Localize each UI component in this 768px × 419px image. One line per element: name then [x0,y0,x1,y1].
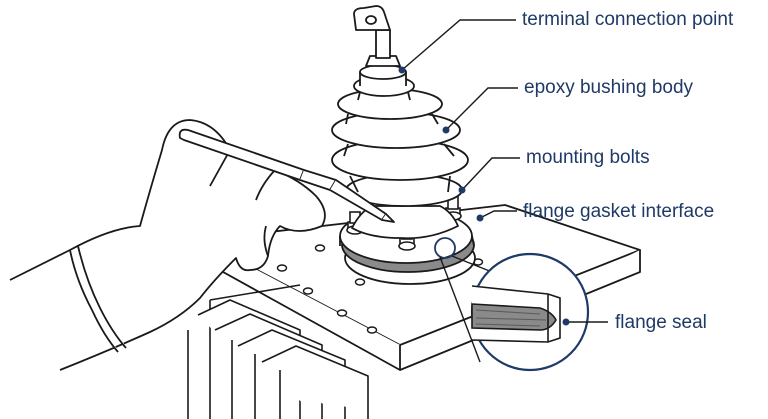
leader-lines [401,19,608,323]
bushing-body [331,75,469,240]
inspection-tool [178,128,395,223]
dot-terminal [398,66,406,74]
dot-bolts [458,186,466,194]
seal-callout [434,237,590,372]
dot-gasket [476,214,484,222]
gloved-hand [9,119,326,371]
leader-terminal [401,19,516,71]
label-epoxy-bushing-body: epoxy bushing body [524,77,694,98]
label-terminal-connection-point: terminal connection point [522,9,734,30]
leader-bolts [461,157,520,191]
leader-dots [398,66,570,326]
terminal [353,5,407,86]
leader-gasket [479,210,517,219]
dot-seal [562,318,570,326]
seal-detail [471,285,561,343]
label-mounting-bolts: mounting bolts [526,147,650,168]
leader-body [445,87,518,131]
label-flange-gasket-interface: flange gasket interface [523,201,715,222]
radiator-fins [187,284,369,419]
label-flange-seal: flange seal [615,312,707,333]
dot-body [442,126,450,134]
